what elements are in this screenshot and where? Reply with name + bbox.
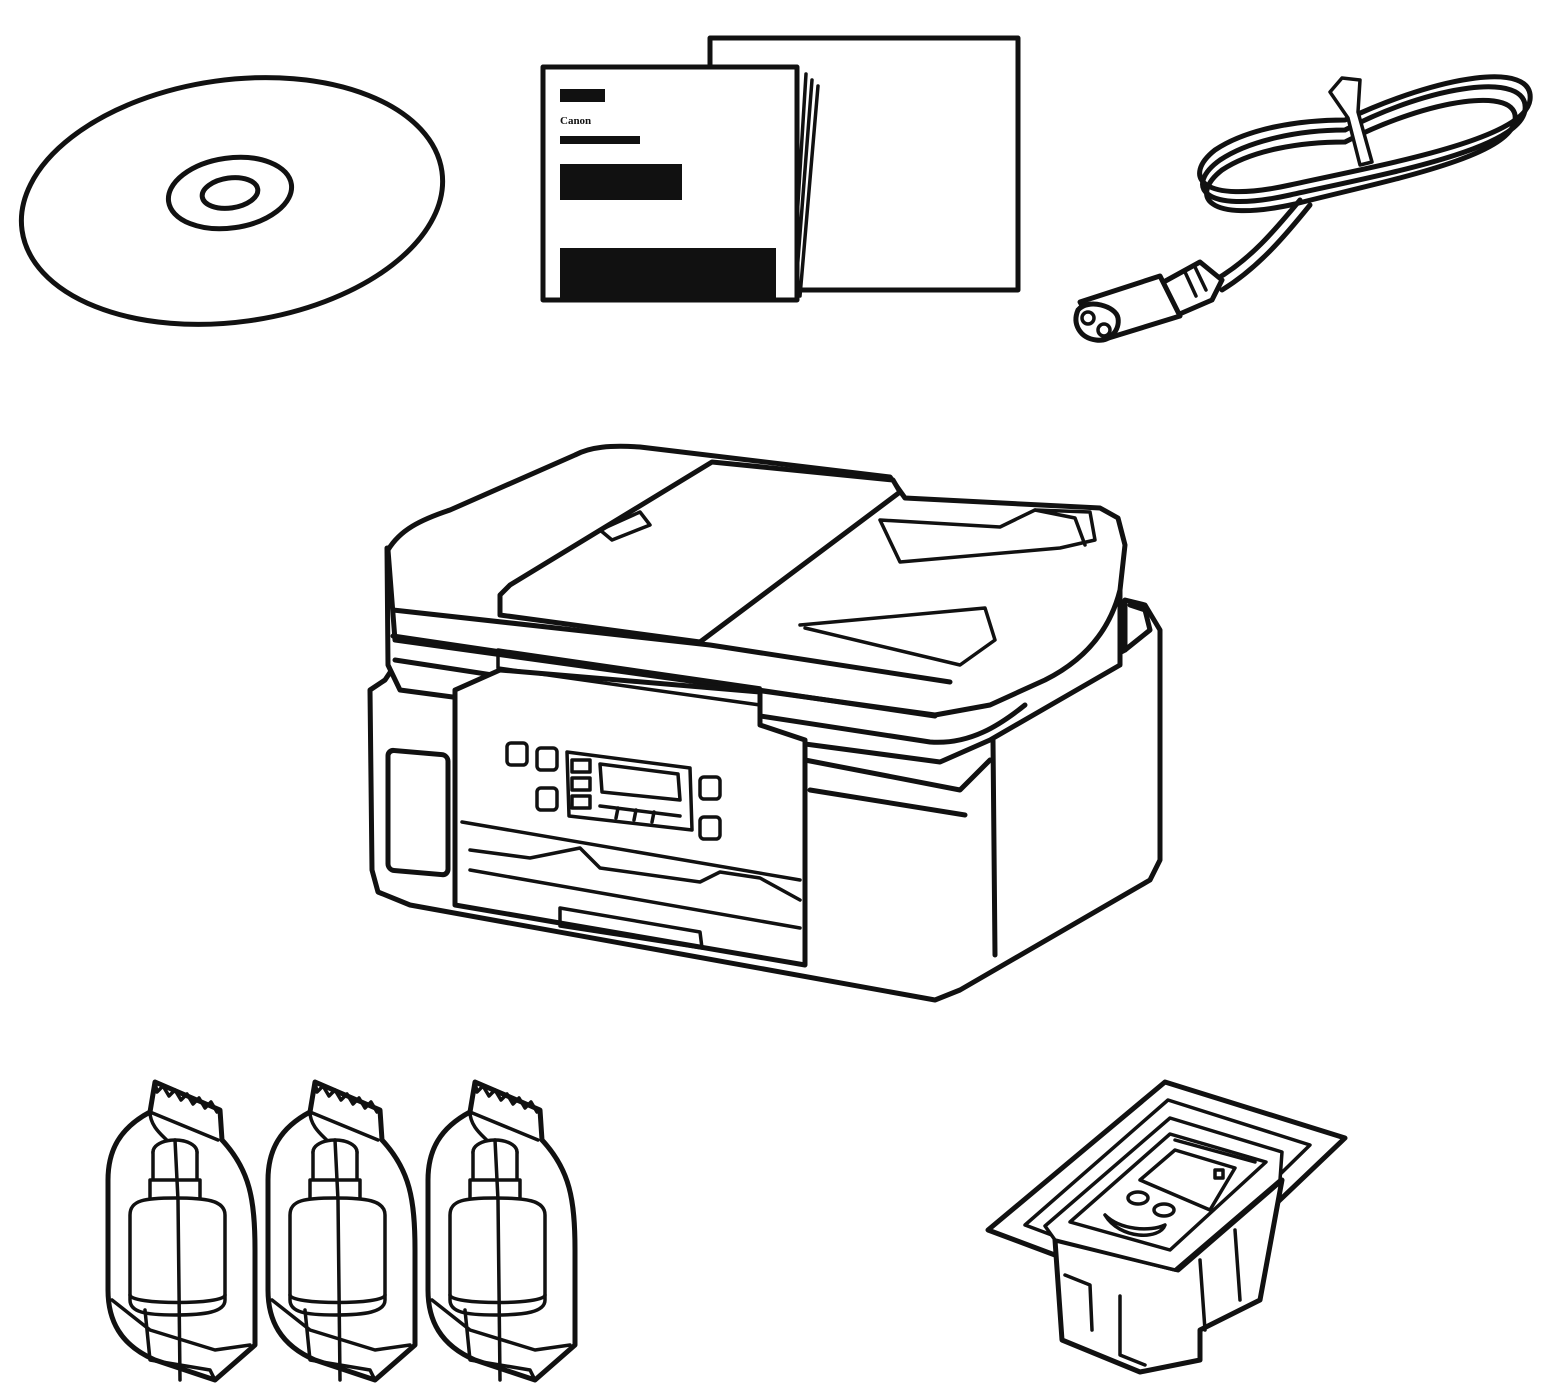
- printer: [360, 435, 1180, 1015]
- power-cord: [1060, 65, 1540, 355]
- printer-icon: [367, 443, 1163, 1003]
- ink-bottles: [95, 1070, 585, 1390]
- canon-brand-label: Canon: [560, 115, 591, 127]
- setup-cd-rom: [0, 60, 470, 350]
- ink-bottles-icon: [105, 1079, 585, 1383]
- cd-icon: [18, 75, 446, 327]
- manuals-and-documents: Canon: [530, 25, 1040, 315]
- power-cord-icon: [1073, 74, 1533, 343]
- print-head-icon: [985, 1079, 1348, 1375]
- print-head-package: [980, 1075, 1355, 1385]
- documents-icon: Canon: [540, 35, 1021, 303]
